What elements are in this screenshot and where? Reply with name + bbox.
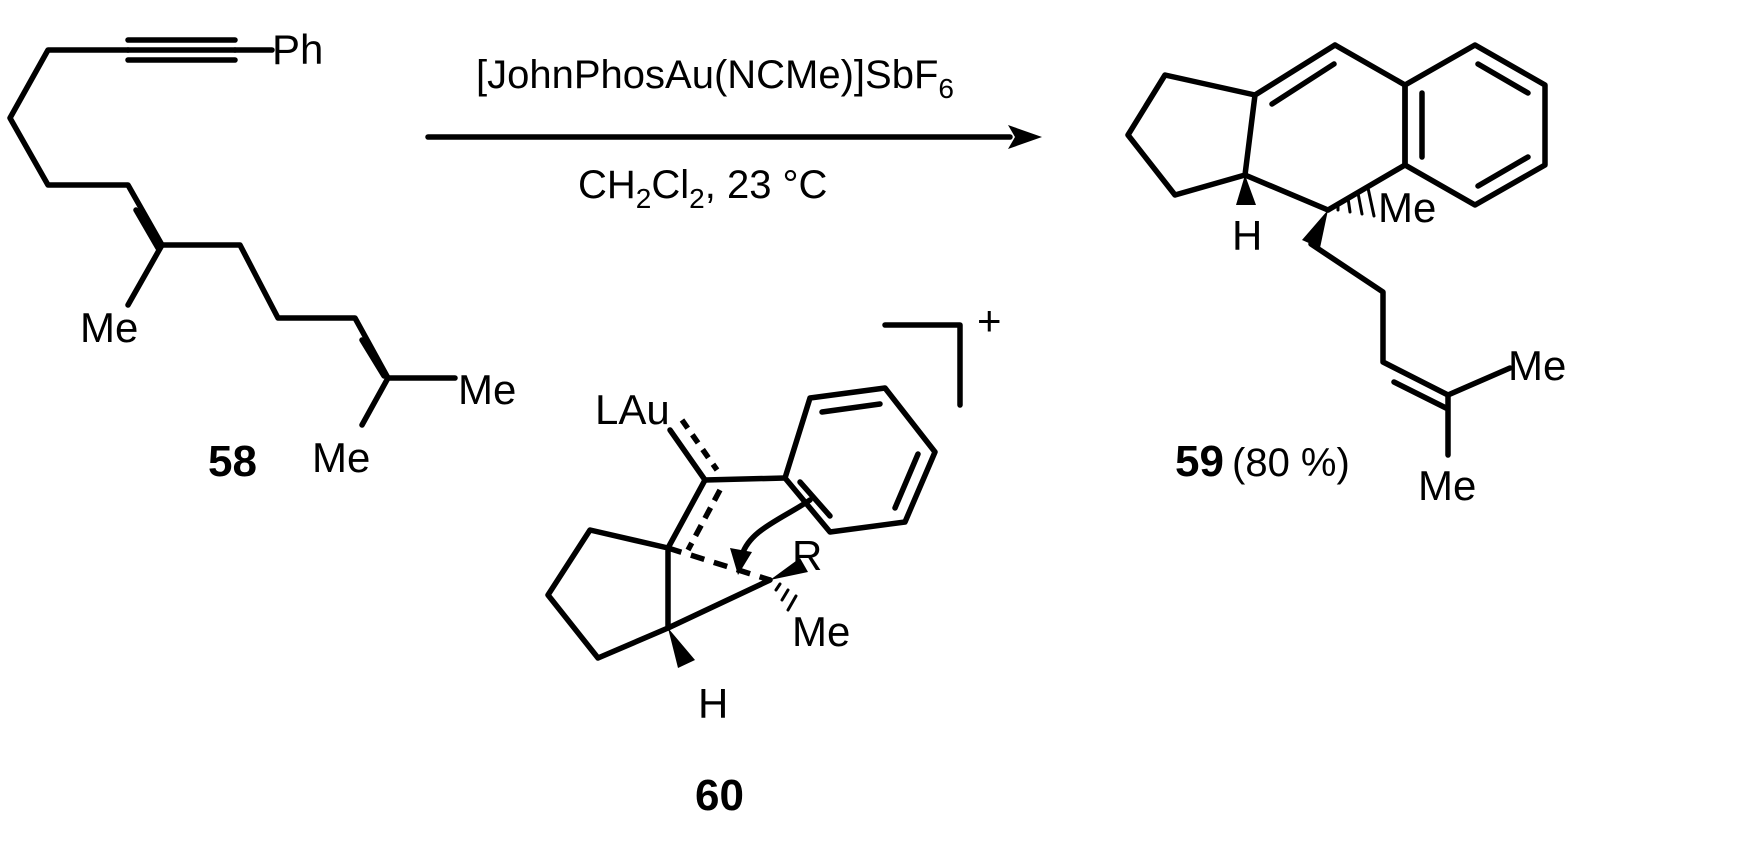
carbon-chain-1 [7, 47, 165, 308]
atom-me: Me [792, 608, 850, 655]
charge-sign: + [977, 297, 1002, 344]
ring-bond-d [1242, 172, 1331, 213]
benzene-inner-1 [1475, 61, 1531, 96]
wedge-h [1236, 175, 1256, 205]
atom-me-2: Me [458, 366, 516, 413]
conditions-label: CH2Cl2, 23 °C [578, 163, 827, 214]
hash-me-60 [774, 582, 798, 612]
cyclopentane-ring [1125, 72, 1258, 198]
lau-bond-dashed [679, 418, 720, 472]
alkene-1-inner [133, 207, 161, 251]
atom-me-1: Me [1378, 184, 1436, 231]
benzene-inner-2 [1475, 154, 1531, 189]
compound-58-label: 58 [208, 437, 257, 486]
wedge-r [770, 558, 808, 580]
curved-arrow [739, 497, 813, 558]
me-bond-down [359, 375, 391, 428]
aryl-ring [782, 385, 938, 535]
atom-h: H [1232, 212, 1262, 259]
atom-lau: LAu [595, 386, 670, 433]
carbon-chain-2 [159, 242, 391, 381]
side-chain-alkene-inner [1391, 379, 1449, 411]
atom-r: R [792, 532, 822, 579]
aryl-inner-2 [892, 451, 921, 511]
compound-60-label: 60 [695, 771, 744, 820]
atom-me-2: Me [1508, 342, 1566, 389]
compound-59-structure: H Me Me Me 59 (80 %) [1125, 42, 1566, 509]
vinyl-bond [665, 477, 708, 551]
ring-bond-b [1332, 42, 1408, 88]
atom-me-3: Me [1418, 462, 1476, 509]
cyclopropane-bond [665, 577, 773, 631]
atom-h: H [698, 680, 728, 727]
atom-me-1: Me [80, 304, 138, 351]
compound-60-structure: + LAu R Me H [545, 297, 1002, 820]
me-bond-upper [1445, 365, 1513, 398]
compound-59-label: 59 [1175, 437, 1224, 486]
atom-me-3: Me [312, 434, 370, 481]
reaction-arrow-head [1008, 125, 1042, 149]
ring-bond-a [1252, 42, 1338, 98]
atom-ph: Ph [272, 26, 323, 73]
lau-bond [667, 427, 708, 483]
reagent-label: [JohnPhosAu(NCMe)]SbF6 [476, 53, 954, 104]
aryl-bond [702, 475, 788, 483]
wedge-h-60 [668, 628, 695, 668]
ring-bond-c [1325, 162, 1408, 213]
benzene-ring [1402, 42, 1548, 208]
side-chain [1308, 241, 1451, 398]
vinyl-bond-dashed [685, 488, 723, 552]
reaction-arrow-group: [JohnPhosAu(NCMe)]SbF6 CH2Cl2, 23 °C [425, 53, 1042, 214]
compound-58-structure: Ph Me Me Me 58 [7, 26, 516, 486]
ring-bond-a-inner [1269, 61, 1337, 107]
curved-arrow-head [730, 548, 752, 575]
wedge-side-chain [1302, 210, 1328, 248]
cyclopentane-ring-60 [545, 527, 671, 661]
cyclopropane-dashed-bond [667, 545, 771, 583]
hash-me [1336, 186, 1376, 218]
charge-bracket [882, 322, 963, 408]
aryl-inner-3 [797, 479, 833, 519]
alkene-2-inner [359, 337, 387, 379]
aryl-inner-1 [819, 401, 883, 415]
compound-59-yield: (80 %) [1232, 441, 1350, 485]
